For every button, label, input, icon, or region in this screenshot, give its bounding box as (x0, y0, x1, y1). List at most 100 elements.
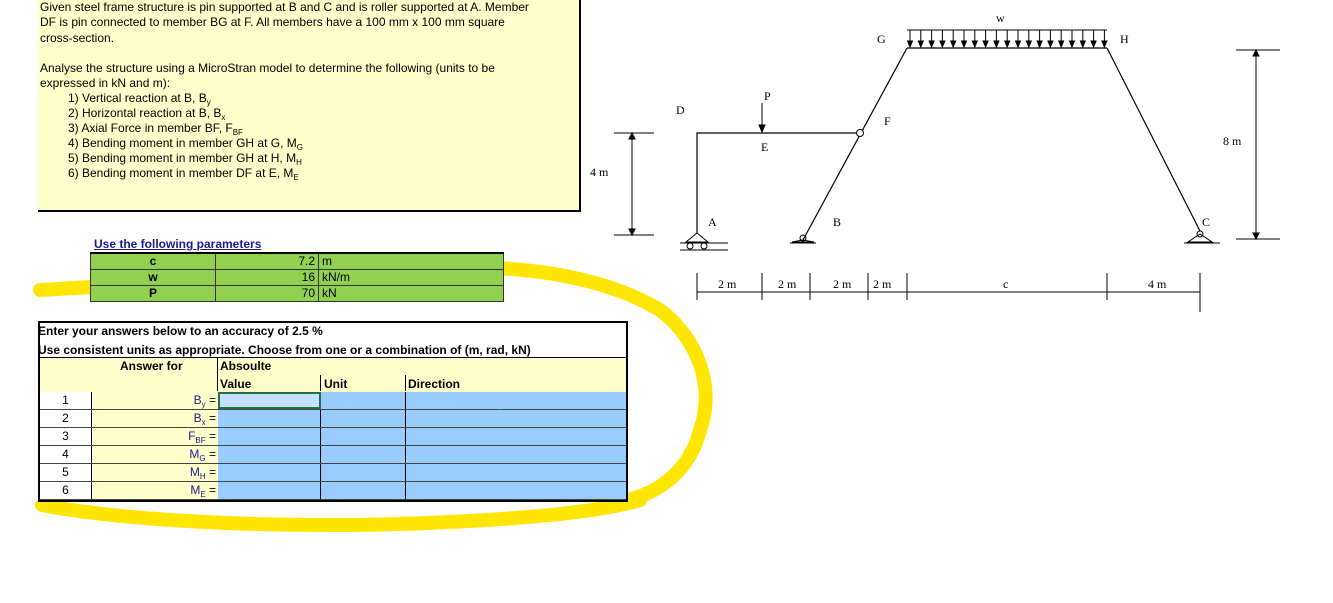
member-HC (1106, 47, 1201, 232)
question-item-4: 4) Bending moment in member GH at G, MG (68, 136, 303, 152)
param-value[interactable]: 16 (215, 269, 319, 286)
answer-unit-input[interactable] (321, 464, 406, 481)
answer-unit-input[interactable] (321, 482, 406, 499)
param-row: P 70 kN (90, 285, 504, 302)
udl-arrowhead (1014, 40, 1022, 49)
answer-value-input[interactable] (218, 446, 321, 463)
answer-value-input[interactable] (218, 464, 321, 481)
udl-arrowhead (1068, 40, 1076, 49)
udl-arrowhead (928, 40, 935, 49)
answer-label: FBF = (92, 428, 218, 445)
answer-label: By = (92, 392, 218, 409)
pin-B (799, 234, 807, 242)
udl-arrowhead (1003, 40, 1011, 49)
answer-direction-input[interactable] (406, 482, 626, 499)
dim-label: 2 m (718, 277, 737, 291)
udl-arrowhead (1090, 40, 1097, 49)
param-symbol[interactable]: c (90, 252, 216, 270)
udl-arrows (906, 30, 1108, 49)
pin-F (856, 129, 864, 137)
dim-8m-label: 8 m (1223, 134, 1242, 148)
answer-label: MH = (92, 464, 218, 481)
answer-value-input[interactable] (218, 410, 321, 427)
header-answer-for: Answer for (120, 359, 183, 373)
row-number: 2 (40, 410, 92, 427)
problem-line-2: DF is pin connected to member BG at F. A… (40, 15, 505, 29)
problem-statement: Given steel frame structure is pin suppo… (38, 0, 581, 212)
answer-value-input[interactable] (218, 392, 502, 412)
param-unit[interactable]: kN (318, 285, 504, 302)
answer-unit-input[interactable] (321, 392, 406, 409)
answer-unit-input[interactable] (321, 410, 406, 427)
answer-unit-input[interactable] (321, 428, 406, 445)
header-absolute: Absoulte (220, 359, 272, 373)
question-item-2: 2) Horizontal reaction at B, Bx (68, 106, 226, 122)
answer-row: 1 By = (40, 392, 626, 412)
answer-direction-input[interactable] (406, 428, 626, 445)
udl-arrowhead (960, 40, 968, 49)
analyse-line-2: expressed in kN and m): (40, 76, 171, 90)
udl-arrowhead (906, 40, 914, 49)
question-item-3: 3) Axial Force in member BF, FBF (68, 121, 243, 137)
header-direction: Direction (408, 377, 461, 391)
udl-arrowhead (1101, 40, 1108, 49)
param-unit[interactable]: m (318, 252, 504, 270)
answer-direction-input[interactable] (406, 392, 626, 409)
support-A-roller (684, 232, 710, 243)
label-A: A (708, 215, 717, 229)
roller (686, 242, 694, 250)
answer-direction-input[interactable] (406, 464, 626, 481)
highlight-stroke-top (33, 260, 713, 507)
dim-label: 2 m (778, 277, 797, 291)
dim-label: 4 m (1148, 277, 1167, 291)
params-title: Use the following parameters (94, 237, 262, 251)
udl-arrowhead (1025, 40, 1033, 49)
label-B: B (833, 215, 841, 229)
row-number: 4 (40, 446, 92, 463)
analyse-line-1: Analyse the structure using a MicroStran… (40, 61, 495, 75)
answer-label: MG = (92, 446, 218, 463)
roller (700, 242, 708, 250)
answer-direction-input[interactable] (406, 446, 626, 463)
support-C-pin (1186, 233, 1214, 243)
fill-handle[interactable] (497, 407, 502, 412)
udl-arrowhead (1079, 40, 1087, 49)
row-number: 6 (40, 482, 92, 499)
answer-row: 5 MH = (40, 464, 626, 482)
label-H: H (1120, 32, 1129, 46)
label-C: C (1202, 215, 1210, 229)
member-BG (802, 47, 908, 241)
udl-arrowhead (993, 40, 1000, 49)
udl-arrowhead (1057, 40, 1065, 49)
label-E: E (761, 140, 768, 154)
param-value[interactable]: 7.2 (215, 252, 319, 270)
answer-value-input[interactable] (218, 428, 321, 445)
param-value[interactable]: 70 (215, 285, 319, 302)
param-symbol[interactable]: w (90, 269, 216, 286)
question-item-5: 5) Bending moment in member GH at H, MH (68, 151, 302, 167)
udl-arrowhead (917, 40, 925, 49)
answer-label: Bx = (92, 410, 218, 427)
support-B-pin (791, 239, 815, 243)
answer-row: 6 ME = (40, 482, 626, 500)
param-symbol[interactable]: P (90, 285, 216, 302)
row-number: 3 (40, 428, 92, 445)
label-w: w (996, 11, 1005, 25)
row-number: 5 (40, 464, 92, 481)
question-item-1: 1) Vertical reaction at B, By (68, 91, 211, 107)
udl-arrowhead (949, 40, 957, 49)
dim-label: 2 m (833, 277, 852, 291)
header-value: Value (220, 377, 252, 391)
problem-line-3: cross-section. (40, 31, 115, 45)
dim-label: 2 m (873, 277, 892, 291)
answer-direction-input[interactable] (406, 410, 626, 427)
label-D: D (676, 103, 685, 117)
member-ADF (696, 132, 860, 233)
label-G: G (877, 32, 886, 46)
param-unit[interactable]: kN/m (318, 269, 504, 286)
answer-unit-input[interactable] (321, 446, 406, 463)
highlight-stroke-bottom (35, 493, 647, 533)
header-divider (405, 375, 406, 391)
udl-arrowhead (971, 40, 979, 49)
answer-value-input[interactable] (218, 482, 321, 499)
